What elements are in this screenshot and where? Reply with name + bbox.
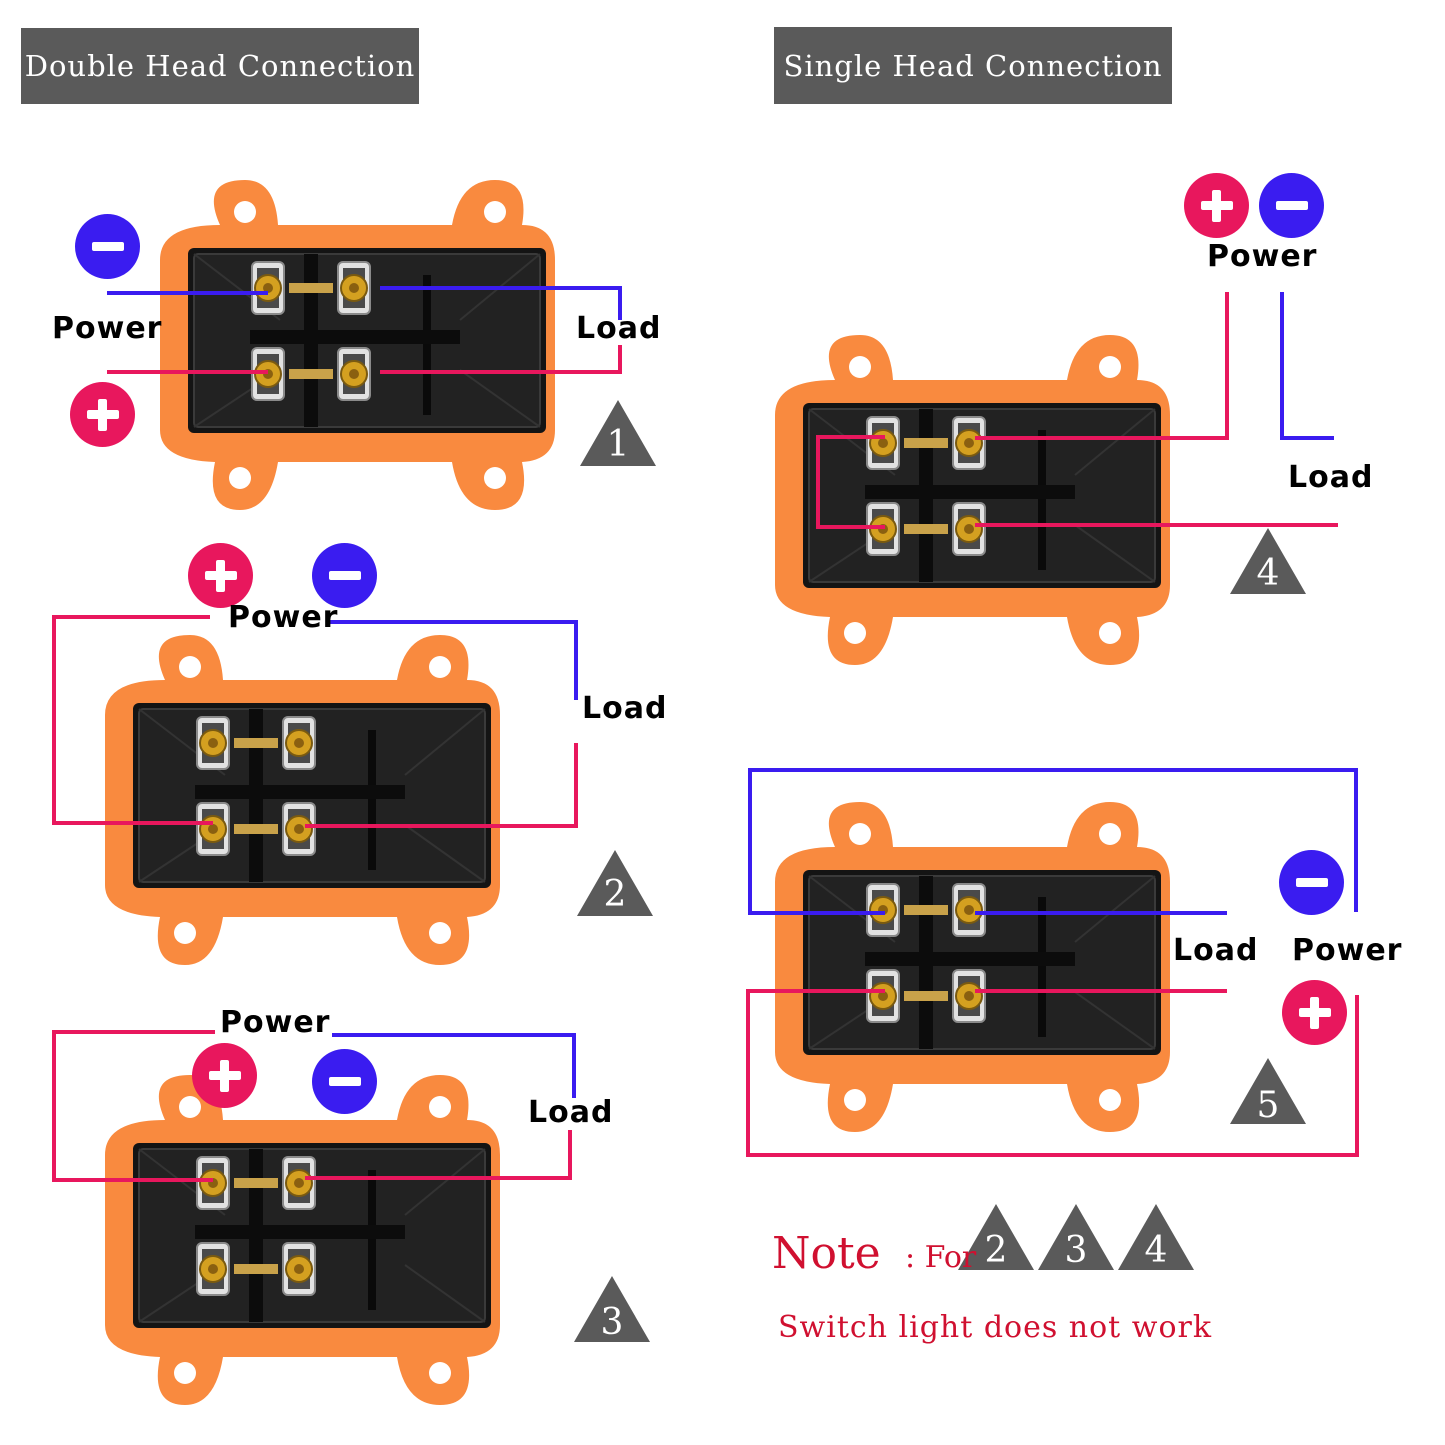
switch-1 bbox=[160, 180, 555, 510]
header-text: Double Head Connection bbox=[24, 49, 416, 83]
wires-2 bbox=[52, 615, 578, 828]
load-label: Load bbox=[580, 691, 670, 726]
power-label: Power bbox=[1207, 239, 1318, 274]
note-ref-3: 3 bbox=[1065, 1230, 1088, 1271]
plus-icon bbox=[192, 1043, 257, 1108]
load-label: Load bbox=[1173, 933, 1259, 968]
wires-1 bbox=[107, 286, 622, 374]
double-head-connection-header: Double Head Connection bbox=[21, 28, 419, 104]
minus-icon bbox=[312, 543, 377, 608]
plus-icon bbox=[1282, 980, 1347, 1045]
switch-3 bbox=[105, 1075, 500, 1405]
switch-4 bbox=[775, 335, 1170, 665]
diagram-number-5: 5 bbox=[1257, 1085, 1280, 1126]
plus-icon bbox=[188, 543, 253, 608]
minus-icon bbox=[75, 214, 140, 279]
plus-icon bbox=[1184, 173, 1249, 238]
switch-2 bbox=[105, 635, 500, 965]
power-label: Power bbox=[218, 1005, 333, 1040]
switch-5 bbox=[775, 802, 1170, 1132]
diagram-number-2: 2 bbox=[604, 874, 627, 915]
note-message: Switch light does not work bbox=[778, 1310, 1213, 1345]
wires-5 bbox=[746, 768, 1359, 1157]
load-label: Load bbox=[1288, 460, 1374, 495]
diagram-number-1: 1 bbox=[607, 424, 630, 465]
load-label: Load bbox=[526, 1095, 616, 1130]
note-title: Note bbox=[772, 1228, 881, 1279]
plus-icon bbox=[70, 382, 135, 447]
minus-icon bbox=[312, 1049, 377, 1114]
header-text: Single Head Connection bbox=[783, 48, 1163, 83]
wires-4 bbox=[816, 292, 1338, 529]
power-label: Power bbox=[1292, 933, 1403, 968]
load-label: Load bbox=[576, 311, 662, 346]
power-label: Power bbox=[52, 311, 163, 346]
wires-3 bbox=[52, 1030, 576, 1182]
diagram-number-4: 4 bbox=[1257, 553, 1280, 594]
note-ref-2: 2 bbox=[985, 1230, 1008, 1271]
diagram-number-3: 3 bbox=[601, 1302, 624, 1343]
power-label: Power bbox=[228, 600, 339, 635]
note-for: : For bbox=[905, 1240, 977, 1275]
minus-icon bbox=[1259, 173, 1324, 238]
single-head-connection-header: Single Head Connection bbox=[774, 27, 1172, 104]
note-ref-4: 4 bbox=[1145, 1230, 1168, 1271]
minus-icon bbox=[1279, 850, 1344, 915]
